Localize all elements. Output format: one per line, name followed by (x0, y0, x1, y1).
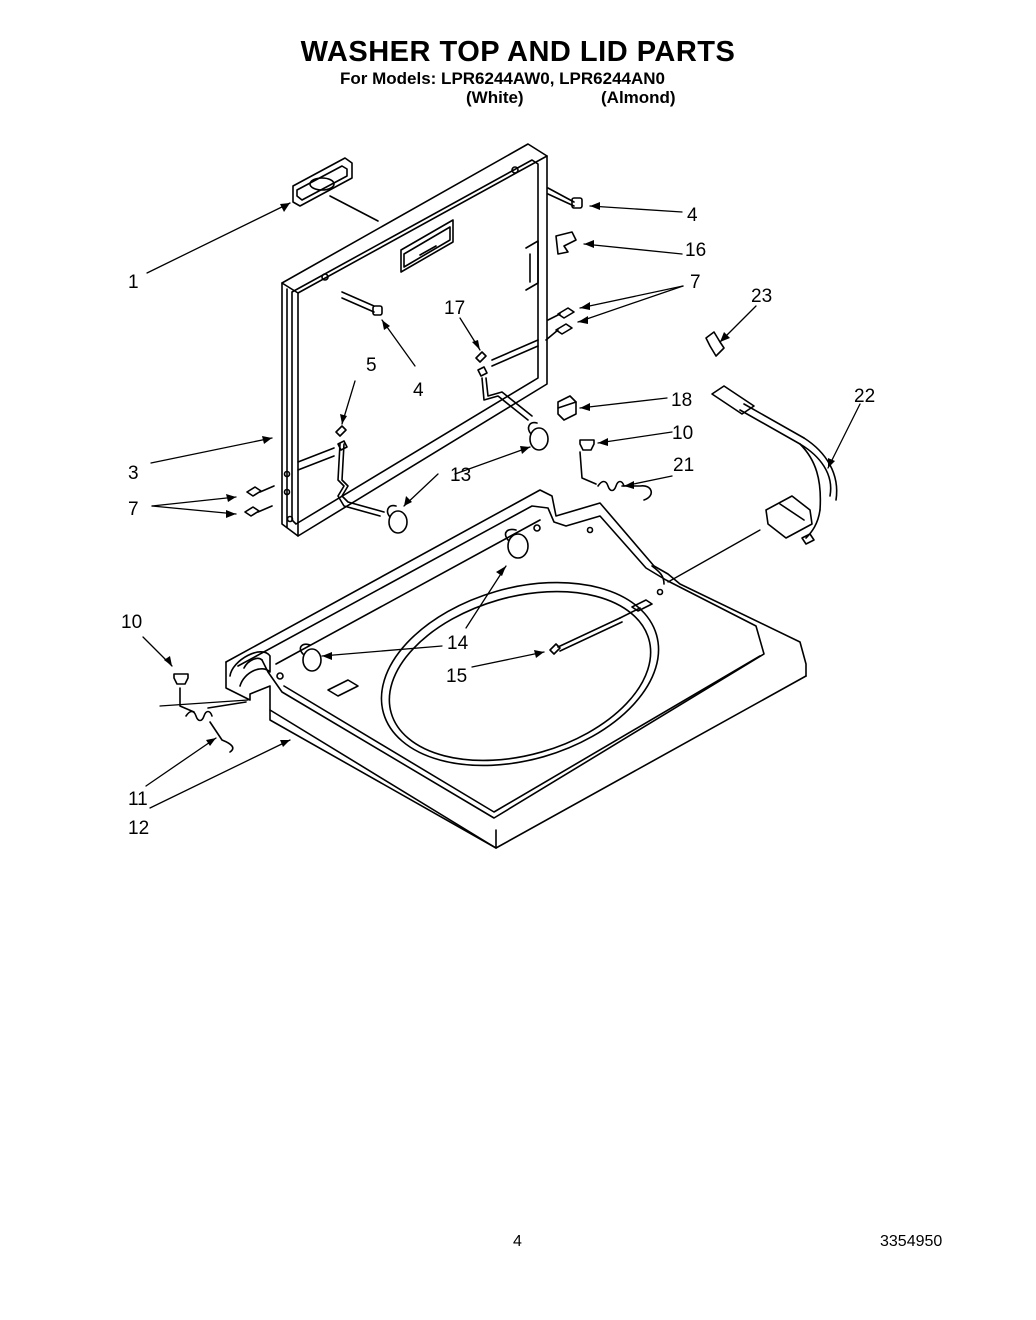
spring-lower (179, 687, 247, 753)
screw-upper-right (547, 187, 583, 209)
leader-lines (142, 202, 861, 809)
callout-10-lower: 10 (121, 612, 142, 633)
lid-switch-bracket (557, 395, 577, 421)
lid-frame (281, 143, 548, 537)
lid-switch-harness (711, 385, 838, 545)
screw-upper-left (341, 291, 383, 316)
handle-leader (329, 195, 379, 222)
callout-17: 17 (444, 298, 465, 319)
top-bumper-left (299, 643, 322, 672)
hinge-clip (555, 231, 577, 255)
plug-lower (173, 673, 189, 685)
callout-4-lower: 4 (413, 380, 424, 401)
spring-upper (579, 451, 652, 501)
hinge-screws-right (545, 307, 575, 341)
document-number: 3354950 (880, 1233, 943, 1250)
lid-hinge-rod (297, 339, 539, 517)
lid-bumper-right (527, 421, 549, 451)
callout-10-upper: 10 (672, 423, 693, 444)
diagram-title: WASHER TOP AND LID PARTS (300, 36, 736, 68)
washer-top (225, 489, 807, 849)
callout-labels: 1 3 4 4 5 7 7 10 10 11 12 13 14 15 16 17… (121, 205, 875, 839)
lid-handle (292, 157, 353, 207)
callout-16: 16 (685, 240, 706, 261)
hinge-screws-left (244, 485, 275, 517)
lid-clip-lower (335, 425, 348, 451)
variant-almond: (Almond) (601, 88, 676, 107)
callout-1: 1 (128, 272, 139, 293)
callout-4-upper: 4 (687, 205, 698, 226)
callout-22: 22 (854, 386, 875, 407)
arrowheads (164, 202, 835, 747)
models-line: For Models: LPR6244AW0, LPR6244AN0 (340, 69, 665, 88)
lid-clip-upper (475, 351, 488, 377)
top-screw (549, 607, 641, 655)
page-number: 4 (513, 1233, 522, 1250)
callout-7-left: 7 (128, 499, 139, 520)
callout-5: 5 (366, 355, 377, 376)
callout-3: 3 (128, 463, 139, 484)
callout-12: 12 (128, 818, 149, 839)
callout-15: 15 (446, 666, 467, 687)
callout-21: 21 (673, 455, 694, 476)
top-bumper-rear (504, 528, 529, 559)
callout-23: 23 (751, 286, 772, 307)
plug-upper (579, 439, 595, 451)
callout-18: 18 (671, 390, 692, 411)
callout-14: 14 (447, 633, 469, 654)
callout-13: 13 (450, 465, 471, 486)
lid-bumper-left (386, 504, 408, 534)
callout-7-right: 7 (690, 272, 701, 293)
harness-clip (705, 331, 725, 357)
variant-white: (White) (466, 88, 524, 107)
callout-11: 11 (128, 789, 148, 810)
